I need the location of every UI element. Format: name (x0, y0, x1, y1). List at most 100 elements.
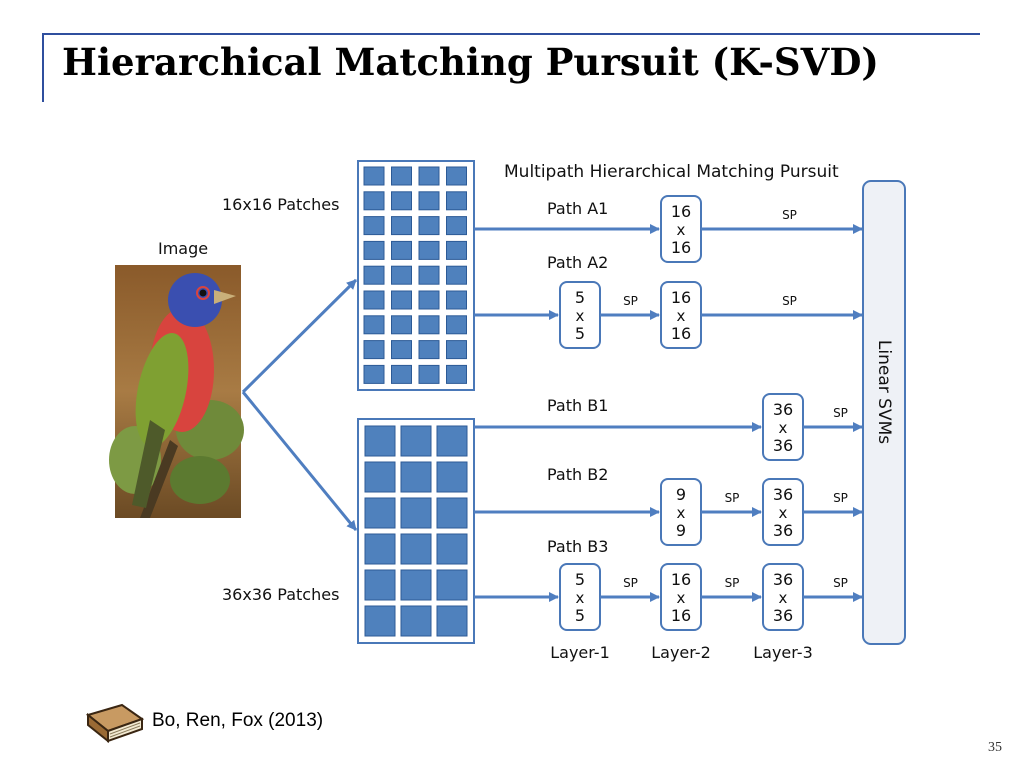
diagram-heading: Multipath Hierarchical Matching Pursuit (504, 162, 839, 182)
path-label: Path A2 (547, 253, 608, 272)
patch-cell (418, 315, 440, 335)
filter-times: x (779, 419, 788, 437)
filter-times: x (779, 589, 788, 607)
patch-cell (418, 265, 440, 285)
filter-size-top: 16 (671, 202, 691, 221)
path-label: Path B1 (547, 396, 608, 415)
slide-title: Hierarchical Matching Pursuit (K-SVD) (62, 40, 879, 84)
image-to-16-arrow (241, 278, 358, 394)
patch-cell (363, 265, 385, 285)
patch-cell (400, 497, 432, 529)
filter-times: x (677, 221, 686, 239)
filter-size-bottom: 9 (676, 521, 686, 540)
patch-cell (363, 191, 385, 211)
patch-cell (364, 425, 396, 457)
patch-grid-16 (357, 160, 475, 391)
filter-size-top: 36 (773, 485, 793, 504)
patch-cell (364, 569, 396, 601)
patch-cell (400, 461, 432, 493)
filter-size-bottom: 16 (671, 238, 691, 257)
patch-cell (364, 461, 396, 493)
bird-image (109, 265, 244, 518)
patch-cell (391, 340, 412, 360)
patch-cell (400, 569, 432, 601)
patch-cell (364, 497, 396, 529)
filter-size-bottom: 5 (575, 606, 585, 625)
patch-cell (436, 533, 468, 565)
sp-label: SP (623, 294, 638, 308)
patch-cell (418, 290, 440, 310)
linear-svms-label: Linear SVMs (874, 340, 894, 444)
filter-times: x (677, 307, 686, 325)
filter-times: x (677, 589, 686, 607)
patch-cell (446, 191, 467, 211)
patch-cell (436, 605, 468, 637)
patch-cell (363, 340, 385, 360)
patch-grid-36 (357, 418, 475, 644)
filter-size-top: 16 (671, 570, 691, 589)
sp-label: SP (782, 208, 797, 222)
patch-cell (391, 166, 412, 186)
filter-size-top: 9 (676, 485, 686, 504)
filter-size-bottom: 16 (671, 324, 691, 343)
sp-label: SP (782, 294, 797, 308)
patch-cell (446, 290, 467, 310)
page-number: 35 (988, 740, 1002, 755)
patch-cell (446, 315, 467, 335)
patch-cell (364, 605, 396, 637)
patch-cell (418, 166, 440, 186)
filter-size-top: 5 (575, 288, 585, 307)
patch-cell (363, 315, 385, 335)
patch-cell (436, 425, 468, 457)
filter-size-top: 36 (773, 400, 793, 419)
path-label: Path B2 (547, 465, 608, 484)
patches-36-label: 36x36 Patches (222, 585, 339, 604)
patch-cell (400, 425, 432, 457)
filter-size-bottom: 36 (773, 521, 793, 540)
filter-size-bottom: 16 (671, 606, 691, 625)
patch-cell (446, 265, 467, 285)
patch-cell (446, 216, 467, 236)
filter-size-top: 5 (575, 570, 585, 589)
patch-cell (391, 315, 412, 335)
patch-cell (400, 605, 432, 637)
patch-cell (446, 340, 467, 360)
filter-size-bottom: 36 (773, 436, 793, 455)
patch-cell (436, 569, 468, 601)
patch-cell (363, 290, 385, 310)
patch-cell (436, 497, 468, 529)
sp-label: SP (833, 491, 848, 505)
patch-cell (391, 364, 412, 384)
patch-cell (446, 166, 467, 186)
layer-label-1: Layer-1 (550, 643, 610, 662)
patch-cell (418, 191, 440, 211)
sp-label: SP (833, 576, 848, 590)
patch-cell (391, 216, 412, 236)
image-label: Image (158, 239, 208, 258)
path-path-b1: Path B1 36x36 SP (474, 393, 863, 461)
patch-cell (391, 265, 412, 285)
patch-cell (446, 240, 467, 260)
patch-cell (418, 216, 440, 236)
patch-cell (446, 364, 467, 384)
patch-cell (418, 240, 440, 260)
patch-cell (363, 216, 385, 236)
filter-times: x (779, 504, 788, 522)
patch-cell (436, 461, 468, 493)
citation-text: Bo, Ren, Fox (2013) (152, 710, 324, 731)
patch-cell (391, 191, 412, 211)
sp-label: SP (833, 406, 848, 420)
patch-cell (363, 364, 385, 384)
slide-frame-top (42, 33, 980, 35)
filter-size-bottom: 5 (575, 324, 585, 343)
linear-svms-box (862, 180, 906, 645)
sp-label: SP (725, 576, 740, 590)
layer-label-2: Layer-2 (651, 643, 711, 662)
book-icon (85, 703, 145, 743)
filter-times: x (677, 504, 686, 522)
